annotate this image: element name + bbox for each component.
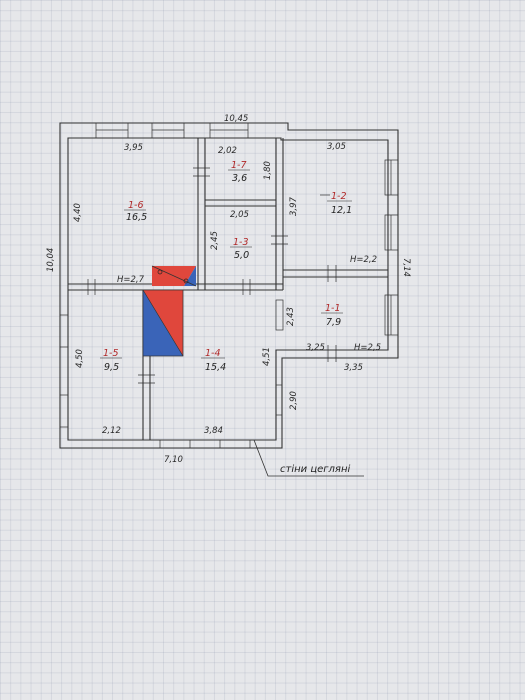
room-number-1-1: 1-1	[325, 303, 341, 314]
dim-1-5-width: 2,12	[102, 426, 121, 436]
windows	[59, 122, 399, 449]
height-label-1-2: H=2,2	[350, 255, 377, 265]
exterior-walls	[59, 122, 399, 449]
height-label-1-6: H=2,7	[117, 275, 145, 285]
dim-1-2-width: 3,05	[327, 142, 346, 152]
room-area-1-4: 15,4	[205, 362, 226, 373]
dim-height-right: 7,14	[401, 258, 411, 277]
height-label-1-1: H=2,5	[354, 343, 381, 353]
room-number-1-5: 1-5	[103, 348, 119, 359]
room-area-1-5: 9,5	[104, 362, 119, 373]
wall-material-note: стіни цегляні	[280, 463, 350, 475]
dim-width-top: 10,45	[224, 114, 248, 124]
dim-height-left: 10,04	[46, 248, 56, 272]
room-1-7: 2,02 1,80 1-7 3,6	[218, 146, 273, 184]
room-area-1-1: 7,9	[326, 317, 341, 328]
room-1-4: 1-4 15,4 4,51 3,84 2,90	[201, 347, 299, 436]
room-area-1-6: 16,5	[126, 212, 147, 223]
dim-1-7-height: 1,80	[263, 161, 273, 180]
dim-width-bottom: 7,10	[164, 455, 183, 465]
door-marks	[87, 167, 337, 384]
room-1-2: 3,05 3,97 1-2 12,1	[289, 142, 352, 216]
room-number-1-3: 1-3	[233, 237, 249, 248]
dim-1-1-height: 2,43	[286, 307, 296, 326]
wall-material-callout: стіни цегляні	[253, 439, 364, 477]
dim-1-2-height: 3,97	[289, 196, 299, 216]
room-number-1-6: 1-6	[128, 200, 144, 211]
dim-1-6-height: 4,40	[73, 203, 83, 222]
dim-1-3-height: 2,45	[210, 231, 220, 250]
stove	[142, 265, 197, 357]
dim-1-5-height: 4,50	[75, 349, 85, 368]
interior-walls	[68, 138, 388, 440]
dim-1-1-width-outer: 3,35	[344, 363, 363, 373]
dim-1-7-width: 2,02	[218, 146, 237, 156]
room-number-1-4: 1-4	[205, 348, 221, 359]
dim-1-4-height: 4,51	[262, 347, 272, 366]
room-1-3: 2,05 2,45 1-3 5,0	[210, 210, 252, 261]
room-area-1-7: 3,6	[232, 173, 247, 184]
dim-1-4-width: 3,84	[204, 426, 223, 436]
room-number-1-2: 1-2	[331, 191, 347, 202]
room-1-6: 3,95 4,40 1-6 16,5	[73, 143, 147, 223]
room-1-5: 4,50 1-5 9,5 2,12	[75, 348, 122, 436]
room-number-1-7: 1-7	[231, 160, 247, 171]
dim-1-3-width: 2,05	[230, 210, 249, 220]
dim-1-4-ext-height: 2,90	[289, 391, 299, 410]
room-area-1-2: 12,1	[331, 205, 352, 216]
dim-1-1-width-inner: 3,25	[306, 343, 325, 353]
room-area-1-3: 5,0	[234, 250, 249, 261]
room-1-1: 2,43 1-1 7,9 3,25 3,35	[286, 303, 363, 373]
dim-1-6-width: 3,95	[124, 143, 143, 153]
